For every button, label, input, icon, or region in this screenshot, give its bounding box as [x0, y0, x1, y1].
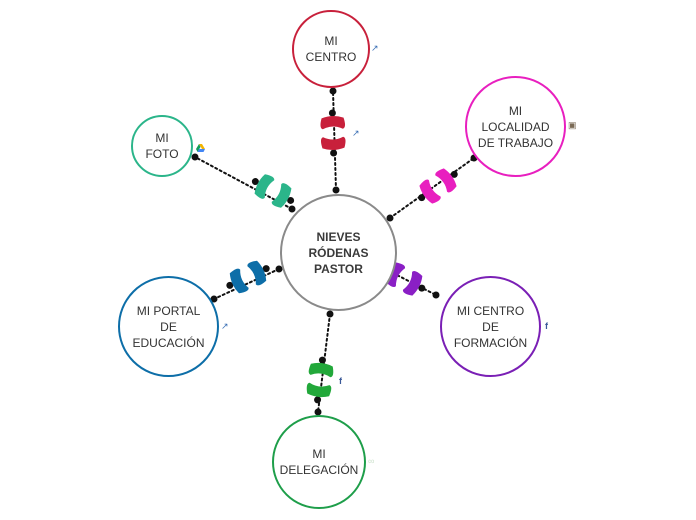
node-label: MI CENTRO [305, 34, 357, 64]
link-bracket-icon [229, 260, 267, 294]
link-bracket-icon [419, 168, 457, 204]
node-label: MI PORTAL DE EDUCACIÓN [132, 303, 205, 350]
link-dot [318, 356, 326, 364]
external-link-icon[interactable]: ↗ [221, 321, 229, 331]
link-dot [262, 265, 270, 273]
link-dot [328, 109, 336, 117]
link-dot [314, 396, 322, 404]
node-mi-localidad[interactable]: MI LOCALIDAD DE TRABAJO [465, 76, 566, 177]
link-bracket-icon [254, 174, 292, 208]
dotted-link-line [194, 156, 293, 210]
link-dot [251, 178, 259, 186]
node-mi-foto[interactable]: MI FOTO [131, 115, 193, 177]
link-bracket-icon [306, 362, 334, 398]
link-dot [287, 196, 295, 204]
link-dot [288, 205, 296, 213]
link-dot [330, 149, 338, 157]
node-label: MI LOCALIDAD DE TRABAJO [477, 103, 554, 150]
external-link-icon[interactable]: ↗ [371, 43, 379, 53]
external-link-icon[interactable]: ↗ [352, 128, 360, 138]
link-dot [275, 265, 283, 273]
link-dot [418, 284, 426, 292]
facebook-icon[interactable]: f [339, 376, 342, 386]
node-mi-delegacion[interactable]: MI DELEGACIÓN [272, 415, 366, 509]
link-dot [418, 194, 426, 202]
center-node-label: NIEVES RÓDENAS PASTOR [308, 229, 369, 276]
dotted-link-line [213, 268, 280, 300]
link-dot [450, 170, 458, 178]
node-mi-centro-formacion[interactable]: MI CENTRO DE FORMACIÓN [440, 276, 541, 377]
link-dot [332, 186, 340, 194]
link-dot [329, 87, 337, 95]
link-bracket-icon [320, 116, 346, 150]
link-dot [226, 281, 234, 289]
node-mi-portal[interactable]: MI PORTAL DE EDUCACIÓN [118, 276, 219, 377]
connector-mi-delegacion[interactable] [306, 310, 335, 416]
link-dot [326, 310, 334, 318]
connector-mi-foto[interactable] [191, 153, 296, 213]
center-node[interactable]: NIEVES RÓDENAS PASTOR [280, 194, 397, 311]
connector-mi-localidad[interactable] [386, 154, 478, 222]
link-dot [191, 153, 199, 161]
image-icon[interactable]: ▣ [568, 120, 577, 130]
link-dot [314, 408, 322, 416]
link-icon[interactable]: ∞ [368, 456, 375, 466]
node-label: MI CENTRO DE FORMACIÓN [453, 303, 528, 350]
link-dot [432, 291, 440, 299]
dotted-link-line [389, 157, 475, 219]
node-label: MI FOTO [145, 131, 179, 161]
node-label: MI DELEGACIÓN [279, 447, 359, 477]
connector-mi-centro[interactable] [320, 87, 346, 194]
connector-mi-portal[interactable] [210, 259, 283, 303]
node-mi-centro[interactable]: MI CENTRO [292, 10, 370, 88]
facebook-icon[interactable]: f [545, 321, 548, 331]
google-drive-icon[interactable] [196, 140, 205, 152]
link-dot [386, 214, 394, 222]
